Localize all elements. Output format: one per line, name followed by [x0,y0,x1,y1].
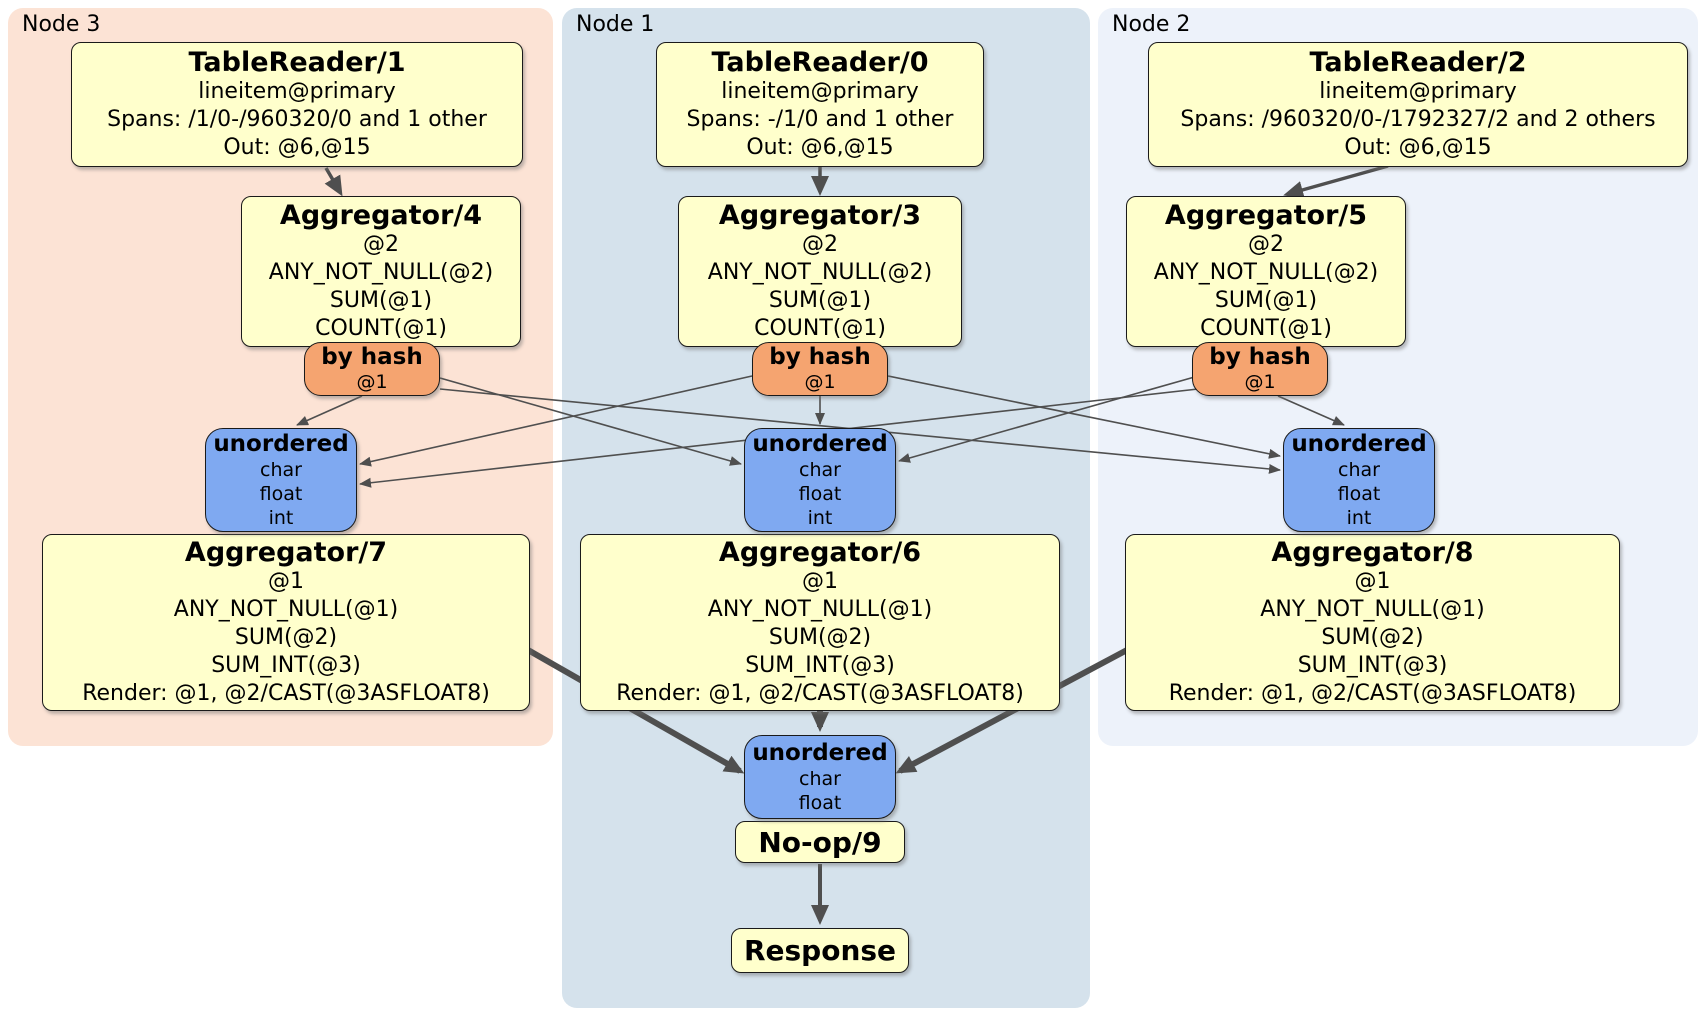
unordered-sync-node2-col1: char [1338,458,1380,481]
aggregator-6-fn2: SUM(@2) [768,625,872,650]
aggregator-7-fn3: SUM_INT(@3) [211,653,361,678]
aggregator-6-group: @1 [802,569,838,594]
response-title: Response [743,934,897,967]
unordered-sync-node1-title: unordered [752,430,888,457]
tablereader-1-box: TableReader/1 lineitem@primary Spans: /1… [71,42,523,167]
aggregator-6-render: Render: @1, @2/CAST(@3ASFLOAT8) [616,681,1024,706]
edge-hash1-un3 [359,375,753,467]
response-box: Response [731,928,909,973]
unordered-sync-node1-col3: int [807,506,833,529]
aggregator-4-fn1: ANY_NOT_NULL(@2) [268,260,494,285]
tablereader-1-index: lineitem@primary [198,79,396,104]
unordered-sync-node1-col1: char [799,458,841,481]
aggregator-5-box: Aggregator/5 @2 ANY_NOT_NULL(@2) SUM(@1)… [1126,196,1406,347]
aggregator-8-title: Aggregator/8 [1271,537,1474,568]
unordered-sync-node2-title: unordered [1291,430,1427,457]
node3-label: Node 3 [22,12,101,37]
hash-router-node3: by hash @1 [304,342,440,396]
edge-hash3-un3 [296,395,363,426]
noop-box: No-op/9 [735,821,905,863]
node1-label: Node 1 [576,12,655,37]
aggregator-4-fn3: COUNT(@1) [315,316,447,341]
aggregator-8-fn2: SUM(@2) [1321,625,1424,650]
aggregator-7-group: @1 [268,569,304,594]
noop-title: No-op/9 [758,825,882,859]
unordered-sync-node1: unordered char float int [744,428,896,532]
aggregator-6-fn3: SUM_INT(@3) [745,653,895,678]
tablereader-1-title: TableReader/1 [188,47,406,78]
aggregator-8-fn3: SUM_INT(@3) [1297,653,1448,678]
tablereader-2-out: Out: @6,@15 [1344,135,1492,160]
tablereader-0-box: TableReader/0 lineitem@primary Spans: -/… [656,42,984,167]
edge-hash3-un1 [439,377,742,466]
aggregator-3-box: Aggregator/3 @2 ANY_NOT_NULL(@2) SUM(@1)… [678,196,962,347]
node2-label: Node 2 [1112,12,1191,37]
aggregator-7-title: Aggregator/7 [184,537,388,568]
hash-router-node2-key: @1 [1244,371,1276,393]
unordered-sync-node1-col2: float [798,482,842,505]
aggregator-3-title: Aggregator/3 [718,200,922,231]
aggregator-3-group: @2 [802,232,838,257]
unordered-sync-node3-col2: float [259,482,303,505]
aggregator-3-fn1: ANY_NOT_NULL(@2) [707,260,933,285]
aggregator-7-render: Render: @1, @2/CAST(@3ASFLOAT8) [82,681,490,706]
hash-router-node3-title: by hash [321,344,423,370]
hash-router-node1: by hash @1 [752,342,888,396]
aggregator-3-fn2: SUM(@1) [768,288,872,313]
aggregator-5-group: @2 [1248,232,1284,257]
unordered-sync-final-col2: float [798,791,842,814]
aggregator-4-group: @2 [363,232,399,257]
tablereader-0-title: TableReader/0 [711,47,929,78]
unordered-sync-node3-title: unordered [213,430,349,457]
tablereader-0-spans: Spans: -/1/0 and 1 other [686,107,954,132]
aggregator-4-title: Aggregator/4 [279,200,483,231]
aggregator-5-fn1: ANY_NOT_NULL(@2) [1153,260,1379,285]
unordered-sync-node3-col1: char [260,458,302,481]
edge-hash2-un1 [898,375,1199,463]
edge-tr1-agg4 [324,167,343,197]
aggregator-5-fn3: COUNT(@1) [1200,316,1332,341]
edge-hash2-un2 [1277,395,1345,426]
aggregator-3-fn3: COUNT(@1) [754,316,886,341]
aggregator-4-box: Aggregator/4 @2 ANY_NOT_NULL(@2) SUM(@1)… [241,196,521,347]
aggregator-8-render: Render: @1, @2/CAST(@3ASFLOAT8) [1168,681,1577,706]
tablereader-1-spans: Spans: /1/0-/960320/0 and 1 other [107,107,487,132]
tablereader-2-title: TableReader/2 [1309,47,1527,78]
unordered-sync-final: unordered char float [744,735,896,819]
edge-tr2-agg5 [1283,164,1389,199]
unordered-sync-node3-col3: int [268,506,294,529]
tablereader-2-box: TableReader/2 lineitem@primary Spans: /9… [1148,42,1688,167]
aggregator-7-fn1: ANY_NOT_NULL(@1) [173,597,399,622]
tablereader-0-out: Out: @6,@15 [746,135,894,160]
aggregator-8-group: @1 [1354,569,1391,594]
edge-hash1-un2 [887,375,1281,459]
aggregator-4-fn2: SUM(@1) [329,288,433,313]
tablereader-1-out: Out: @6,@15 [223,135,371,160]
tablereader-0-index: lineitem@primary [721,79,919,104]
aggregator-6-box: Aggregator/6 @1 ANY_NOT_NULL(@1) SUM(@2)… [580,534,1060,711]
unordered-sync-node2-col2: float [1337,482,1381,505]
aggregator-6-fn1: ANY_NOT_NULL(@1) [707,597,933,622]
hash-router-node1-title: by hash [769,344,871,370]
aggregator-5-title: Aggregator/5 [1164,200,1368,231]
aggregator-7-box: Aggregator/7 @1 ANY_NOT_NULL(@1) SUM(@2)… [42,534,530,711]
aggregator-8-fn1: ANY_NOT_NULL(@1) [1260,597,1485,622]
tablereader-2-index: lineitem@primary [1319,79,1517,104]
tablereader-2-spans: Spans: /960320/0-/1792327/2 and 2 others [1180,107,1656,132]
unordered-sync-final-col1: char [799,767,841,790]
aggregator-7-fn2: SUM(@2) [234,625,338,650]
unordered-sync-node2: unordered char float int [1283,428,1435,532]
hash-router-node3-key: @1 [356,371,388,393]
hash-router-node2: by hash @1 [1192,342,1328,396]
unordered-sync-final-title: unordered [752,739,888,766]
aggregator-5-fn2: SUM(@1) [1214,288,1318,313]
unordered-sync-node3: unordered char float int [205,428,357,532]
hash-router-node2-title: by hash [1209,344,1311,370]
aggregator-6-title: Aggregator/6 [718,537,922,568]
unordered-sync-node2-col3: int [1346,506,1372,529]
hash-router-node1-key: @1 [804,371,836,393]
aggregator-8-box: Aggregator/8 @1 ANY_NOT_NULL(@1) SUM(@2)… [1125,534,1620,711]
